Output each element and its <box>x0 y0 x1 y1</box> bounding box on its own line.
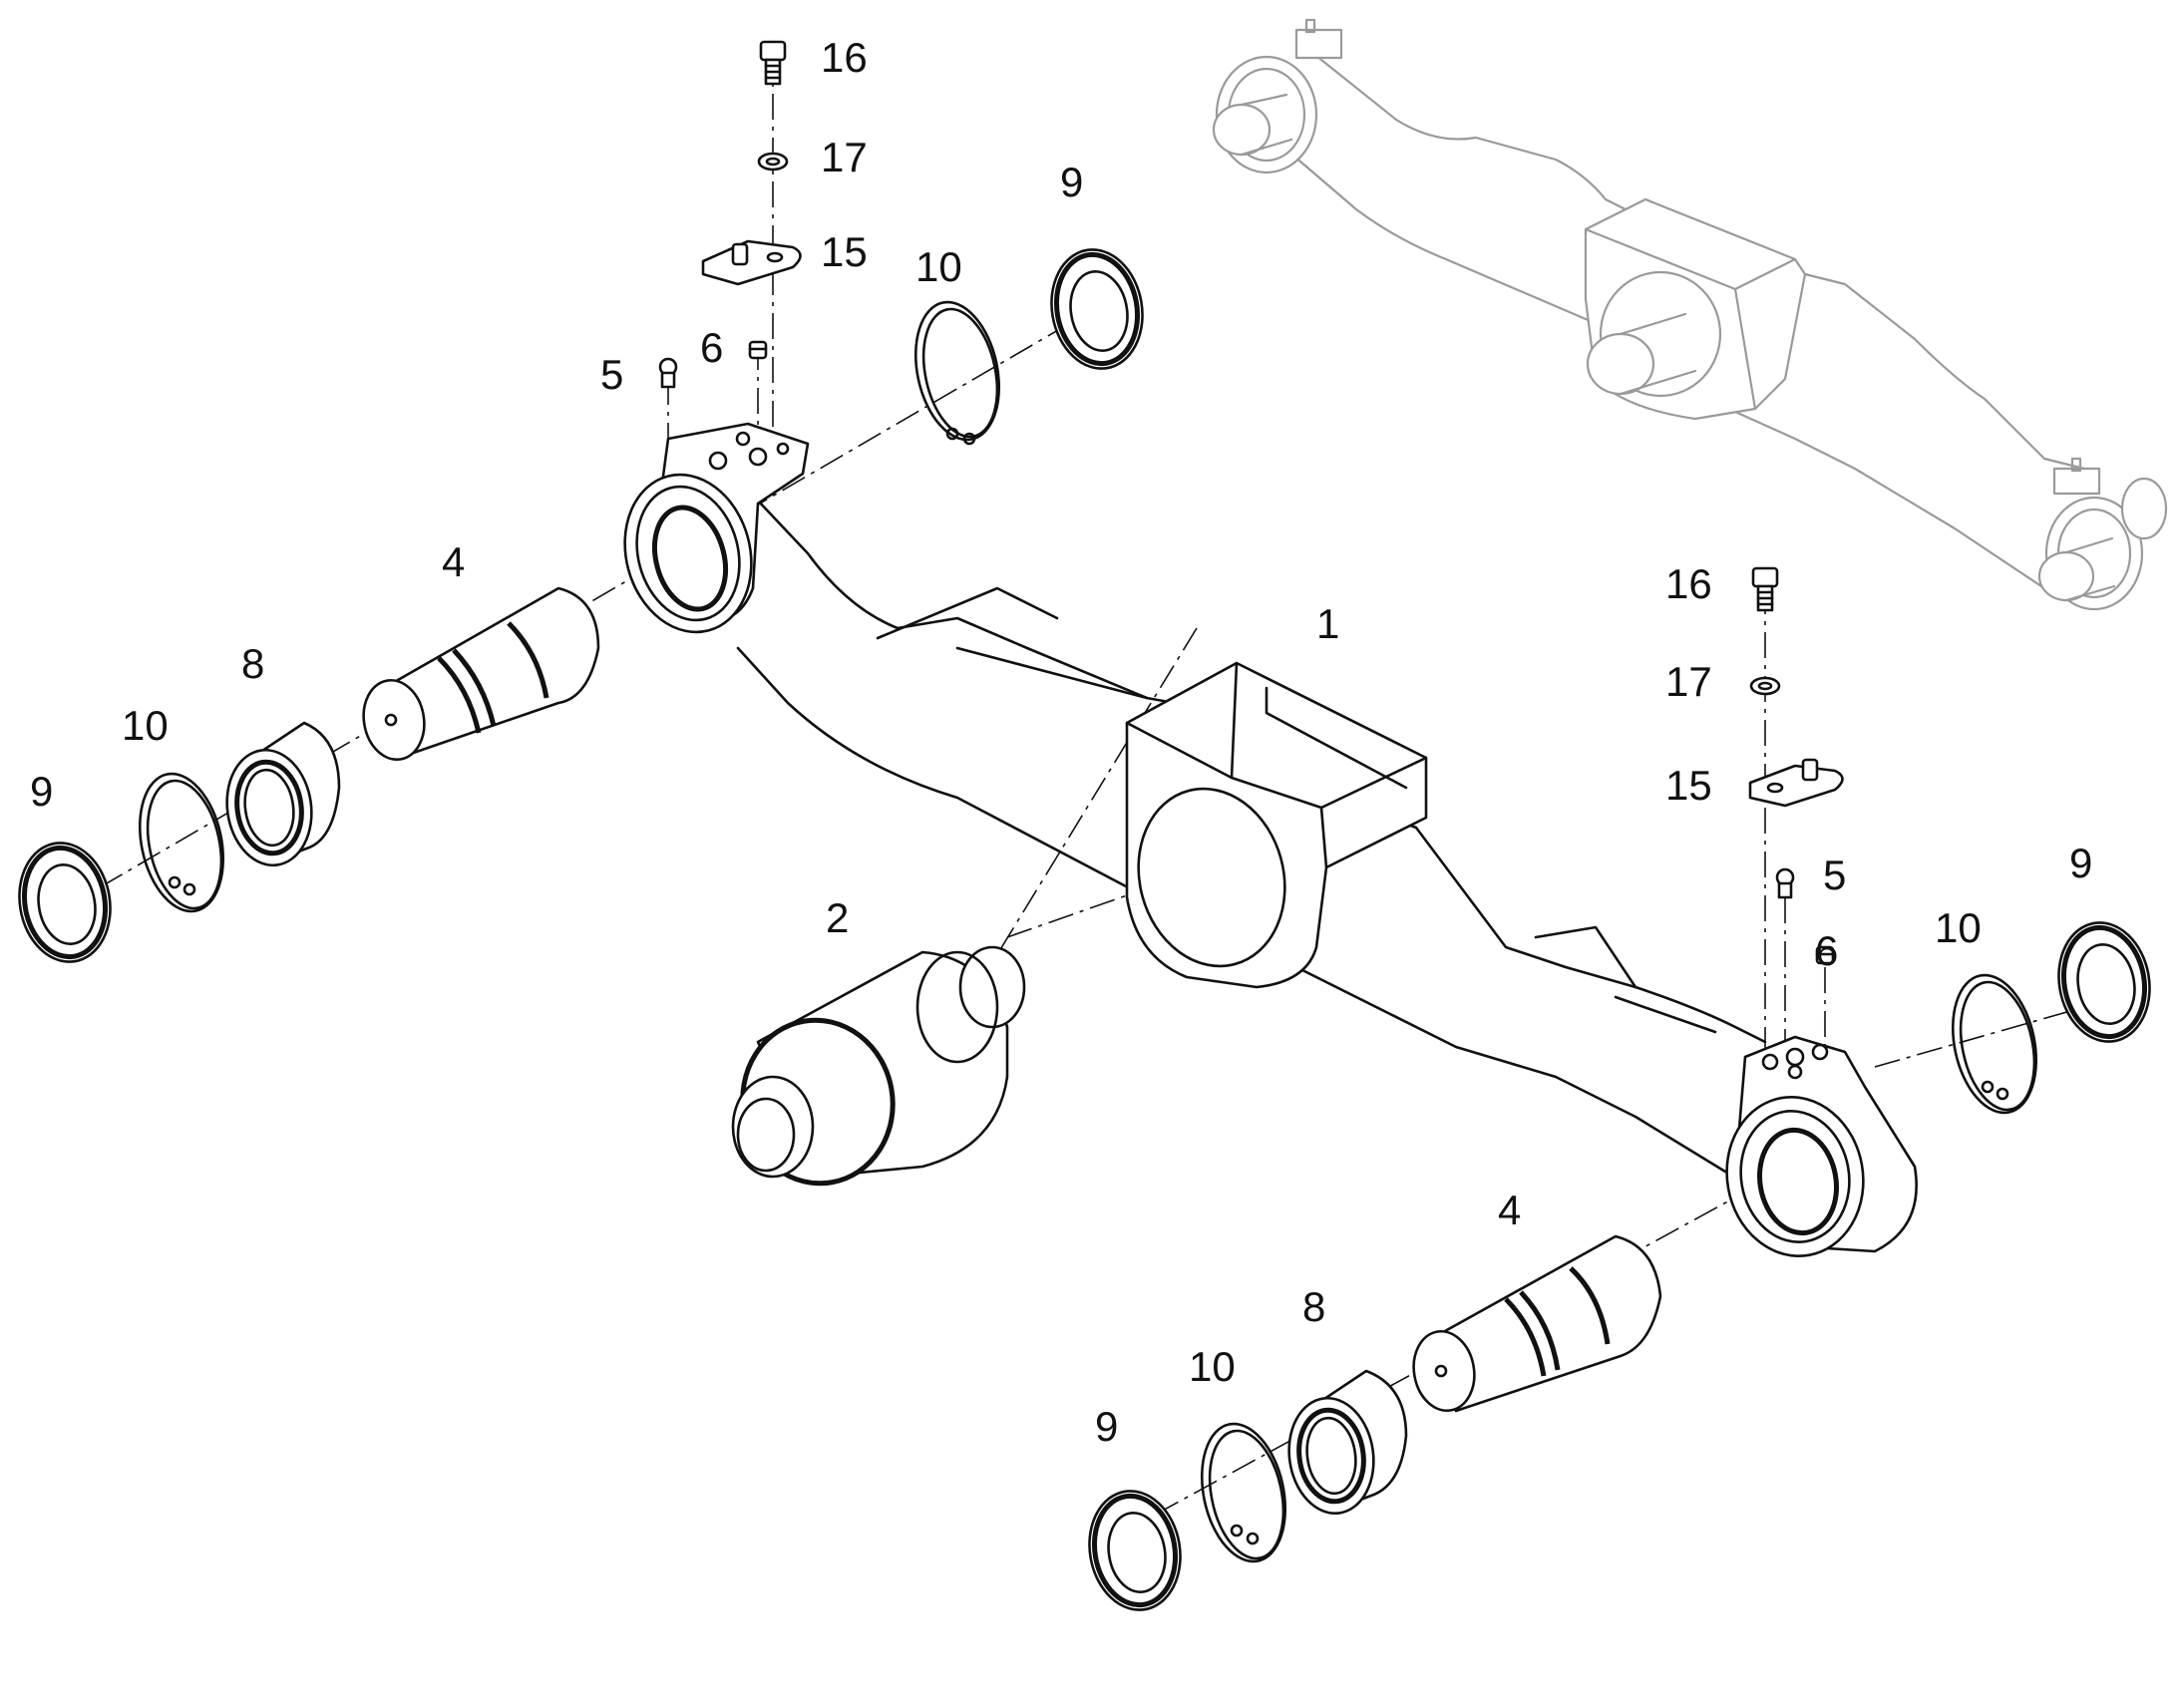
callout-4-bottom: 4 <box>1498 1187 1521 1233</box>
washer-right <box>1749 676 1781 696</box>
washer-top <box>757 152 789 171</box>
lock-plate-right <box>1748 758 1844 808</box>
plug-top <box>748 340 768 360</box>
callout-15-right: 15 <box>1665 762 1712 809</box>
axle-beam <box>623 422 1918 1257</box>
assembled-axle-reference <box>1212 18 2168 611</box>
callout-9-left: 9 <box>30 768 53 815</box>
lock-plate-top <box>701 239 802 286</box>
plug-right <box>1815 945 1835 965</box>
callout-16-top: 16 <box>821 34 868 81</box>
callout-8-left: 8 <box>241 640 264 687</box>
snap-ring-left <box>138 772 225 913</box>
callout-15-top: 15 <box>821 228 868 275</box>
bolt-top <box>759 40 787 86</box>
callout-9-bottom: 9 <box>1095 1403 1118 1450</box>
snap-ring-top <box>913 300 1001 446</box>
seal-top <box>1050 248 1144 370</box>
callout-4-left: 4 <box>442 538 465 585</box>
callout-10-bottom: 10 <box>1189 1343 1236 1390</box>
pin-bottom <box>1412 1234 1662 1413</box>
seal-right <box>2057 921 2151 1043</box>
center-bushing <box>731 945 1026 1187</box>
callout-labels: 16 17 15 10 9 5 6 4 8 10 9 1 2 16 17 15 … <box>30 34 2092 1450</box>
callout-9-right: 9 <box>2069 840 2092 886</box>
bolt-right <box>1751 566 1779 612</box>
bearing-left <box>225 721 341 867</box>
callout-5-right: 5 <box>1823 852 1846 898</box>
callout-17-right: 17 <box>1665 658 1712 705</box>
pin-left <box>362 586 600 762</box>
callout-10-left: 10 <box>122 702 169 749</box>
callout-6-top: 6 <box>700 324 723 371</box>
callout-6-right: 6 <box>1815 927 1838 974</box>
grease-nipple-right <box>1775 867 1795 899</box>
bearing-bottom <box>1287 1369 1408 1516</box>
callout-1-axle-beam: 1 <box>1316 600 1339 647</box>
callout-9-top: 9 <box>1060 159 1083 205</box>
callout-16-right: 16 <box>1665 560 1712 607</box>
callout-17-top: 17 <box>821 134 868 180</box>
callout-10-right: 10 <box>1935 904 1982 951</box>
seal-bottom <box>1088 1490 1182 1611</box>
callout-5-top: 5 <box>600 351 623 398</box>
callout-8-bottom: 8 <box>1302 1283 1325 1330</box>
seal-left <box>18 842 112 963</box>
snap-ring-bottom <box>1200 1422 1287 1563</box>
callout-2-center-bushing: 2 <box>826 894 849 941</box>
callout-10-top: 10 <box>915 243 962 290</box>
snap-ring-right <box>1951 973 2038 1115</box>
grease-nipple-top <box>658 357 678 389</box>
